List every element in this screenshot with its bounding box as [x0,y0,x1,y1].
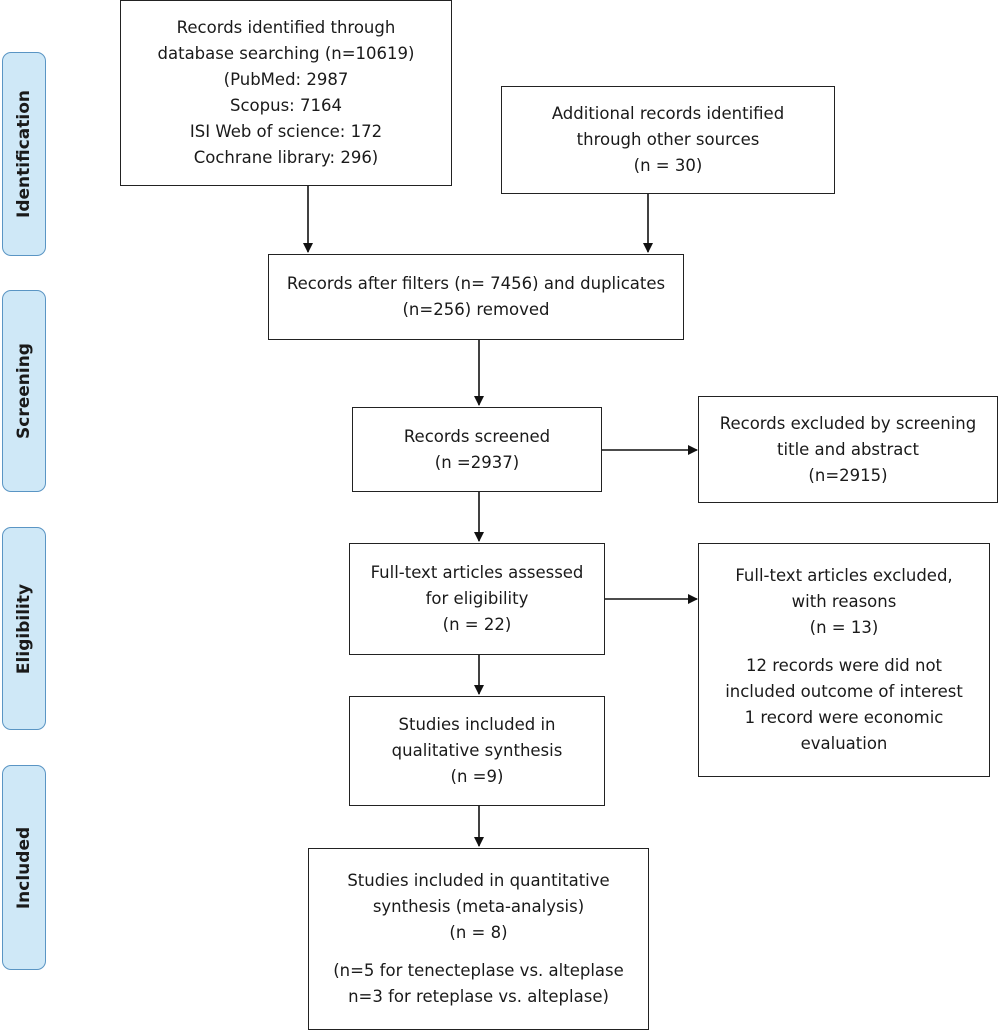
box-line: synthesis (meta-analysis) [372,897,585,916]
box-line: (n = 8) [449,923,508,942]
box-line: Full-text articles excluded, [735,566,953,585]
box-line: Records excluded by screening [719,413,977,433]
box-line: (n = 22) [442,615,512,634]
phase-eligibility: Eligibility [2,527,46,730]
box-line: Records after filters (n= 7456) and dupl… [286,274,666,293]
phase-identification-label: Identification [14,90,34,218]
phase-screening: Screening [2,290,46,492]
box-line: for eligibility [425,589,529,608]
phase-included: Included [2,765,46,970]
box-line: with reasons [791,592,897,611]
phase-included-label: Included [14,826,34,909]
box-fulltext-assessed: Full-text articles assessed for eligibil… [349,543,605,655]
box-line: title and abstract [777,439,919,459]
phase-eligibility-label: Eligibility [14,583,34,674]
box-line: Records screened [403,426,551,446]
box-line: through other sources [576,130,760,149]
box-line: (n =2937) [434,452,520,472]
box-line: Records identified through [176,18,396,37]
box-line: Additional records identified [551,104,785,123]
box-line: ISI Web of science: 172 [189,122,383,141]
box-line: Cochrane library: 296) [193,148,379,167]
box-fulltext-excluded: Full-text articles excluded, with reason… [698,543,990,777]
box-other-sources: Additional records identified through ot… [501,86,835,194]
box-line: Studies included in quantitative [347,871,610,890]
box-line: (PubMed: 2987 [223,70,349,89]
box-line: included outcome of interest [725,682,963,701]
box-line: (n =9) [450,767,504,786]
box-line: (n=2915) [808,465,888,485]
box-line: 1 record were economic [744,708,944,727]
box-excluded-screening: Records excluded by screening title and … [698,396,998,503]
box-line: qualitative synthesis [391,741,563,760]
box-database-records: Records identified through database sear… [120,0,452,186]
box-records-screened: Records screened (n =2937) [352,407,602,492]
box-qualitative: Studies included in qualitative synthesi… [349,696,605,806]
phase-identification: Identification [2,52,46,256]
box-line: 12 records were did not [745,656,943,675]
box-line: (n = 30) [633,156,703,175]
box-quantitative: Studies included in quantitative synthes… [308,848,649,1030]
box-line: evaluation [800,734,888,753]
box-line: Full-text articles assessed [370,563,584,582]
box-line: (n = 13) [809,618,879,637]
phase-screening-label: Screening [14,343,34,439]
box-line: Scopus: 7164 [230,96,342,115]
box-line: n=3 for reteplase vs. alteplase) [348,987,609,1006]
box-line: Studies included in [398,715,556,734]
box-after-filters: Records after filters (n= 7456) and dupl… [268,254,684,340]
box-line: (n=256) removed [402,300,550,319]
box-line: (n=5 for tenecteplase vs. alteplase [333,961,624,980]
box-line: database searching (n=10619) [157,44,415,63]
